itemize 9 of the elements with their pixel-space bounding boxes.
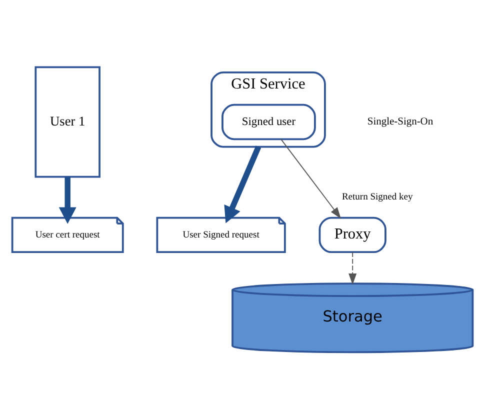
edge-label: Return Signed key	[342, 192, 413, 203]
arrow	[224, 146, 262, 224]
node-box: Proxy	[318, 216, 386, 254]
node-box: Signed user	[222, 104, 316, 140]
arrow	[348, 252, 357, 285]
node-box: User 1	[34, 66, 100, 178]
arrow	[58, 176, 76, 224]
arrow	[280, 138, 342, 219]
label: Single-Sign-On	[367, 116, 434, 128]
